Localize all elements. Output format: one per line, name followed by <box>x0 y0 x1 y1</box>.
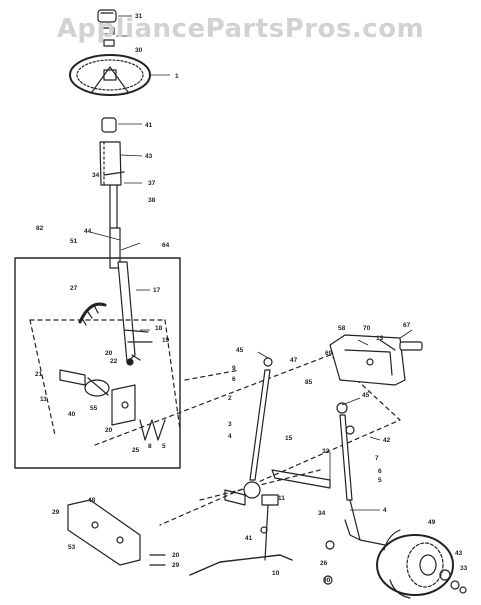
callout-20-bottom: 20 <box>172 552 180 559</box>
callout-42: 42 <box>383 437 391 444</box>
callout-40: 40 <box>68 411 76 418</box>
callout-15: 15 <box>285 435 293 442</box>
callout-55: 55 <box>90 405 98 412</box>
callout-53: 53 <box>68 544 76 551</box>
callout-41: 41 <box>145 122 153 129</box>
callout-9: 9 <box>232 365 236 372</box>
callout-34: 34 <box>92 172 100 179</box>
callout-51: 51 <box>70 238 78 245</box>
callout-3: 3 <box>228 421 232 428</box>
callout-20: 20 <box>105 350 113 357</box>
detail-inset-frame <box>14 257 181 469</box>
steering-cap <box>97 9 117 47</box>
callout-20-lower: 20 <box>105 427 113 434</box>
steering-shaft <box>99 117 125 269</box>
callout-44: 44 <box>84 228 92 235</box>
callout-2: 2 <box>228 395 232 402</box>
spindle-assembly <box>323 402 386 585</box>
callout-29-bottom: 29 <box>172 562 180 569</box>
callout-30-right: 30 <box>323 577 331 584</box>
callout-31: 31 <box>135 13 143 20</box>
callout-64: 64 <box>162 242 170 249</box>
callout-6: 6 <box>232 376 236 383</box>
callout-4-right: 4 <box>383 507 387 514</box>
callout-6-right: 6 <box>378 468 382 475</box>
callout-67: 67 <box>403 322 411 329</box>
callout-37: 37 <box>148 180 156 187</box>
callout-13: 13 <box>376 335 384 342</box>
callout-43: 43 <box>145 153 153 160</box>
callout-27: 27 <box>70 285 78 292</box>
callout-48: 48 <box>88 497 96 504</box>
callout-26: 26 <box>320 560 328 567</box>
callout-32: 32 <box>322 448 330 455</box>
steering-wheel <box>69 54 151 96</box>
callout-8: 8 <box>148 443 152 450</box>
front-axle-bracket <box>67 499 166 566</box>
callout-85: 85 <box>305 379 313 386</box>
assembly-guide-lines <box>94 354 401 526</box>
callout-7: 7 <box>375 455 379 462</box>
callout-22: 22 <box>110 358 118 365</box>
watermark-text: AppliancePartsPros.com <box>56 14 425 44</box>
callout-11-center: 11 <box>278 495 285 502</box>
callout-25: 25 <box>132 447 140 454</box>
callout-5: 5 <box>162 443 166 450</box>
callout-70: 70 <box>363 325 371 332</box>
callout-29: 29 <box>52 509 60 516</box>
callout-33: 33 <box>460 565 468 572</box>
callout-18: 18 <box>155 325 163 332</box>
callout-47: 47 <box>290 357 298 364</box>
callout-4: 4 <box>228 433 232 440</box>
callout-34-right: 34 <box>318 510 326 517</box>
inset-steering-column <box>78 261 153 366</box>
callout-49: 49 <box>428 519 436 526</box>
callout-38: 38 <box>148 197 156 204</box>
callout-5-right: 5 <box>378 477 382 484</box>
upper-bracket <box>329 334 423 386</box>
callout-17: 17 <box>153 287 161 294</box>
callout-69: 69 <box>325 350 333 357</box>
tie-rod <box>189 469 331 576</box>
callout-43-right: 43 <box>455 550 463 557</box>
callout-58: 58 <box>338 325 346 332</box>
steering-link <box>224 357 279 561</box>
callout-1: 1 <box>175 73 179 80</box>
callout-11: 11 <box>40 396 47 403</box>
callout-30: 30 <box>135 47 143 54</box>
callout-45: 45 <box>236 347 244 354</box>
inset-gear-assembly <box>29 319 181 441</box>
callout-10: 10 <box>272 570 280 577</box>
callout-19: 19 <box>162 337 170 344</box>
callout-41-center: 41 <box>245 535 253 542</box>
callout-45-right: 45 <box>362 392 370 399</box>
callout-82: 82 <box>36 225 44 232</box>
callout-21: 21 <box>35 371 43 378</box>
front-wheel <box>376 529 467 599</box>
leader-lines <box>89 15 413 511</box>
